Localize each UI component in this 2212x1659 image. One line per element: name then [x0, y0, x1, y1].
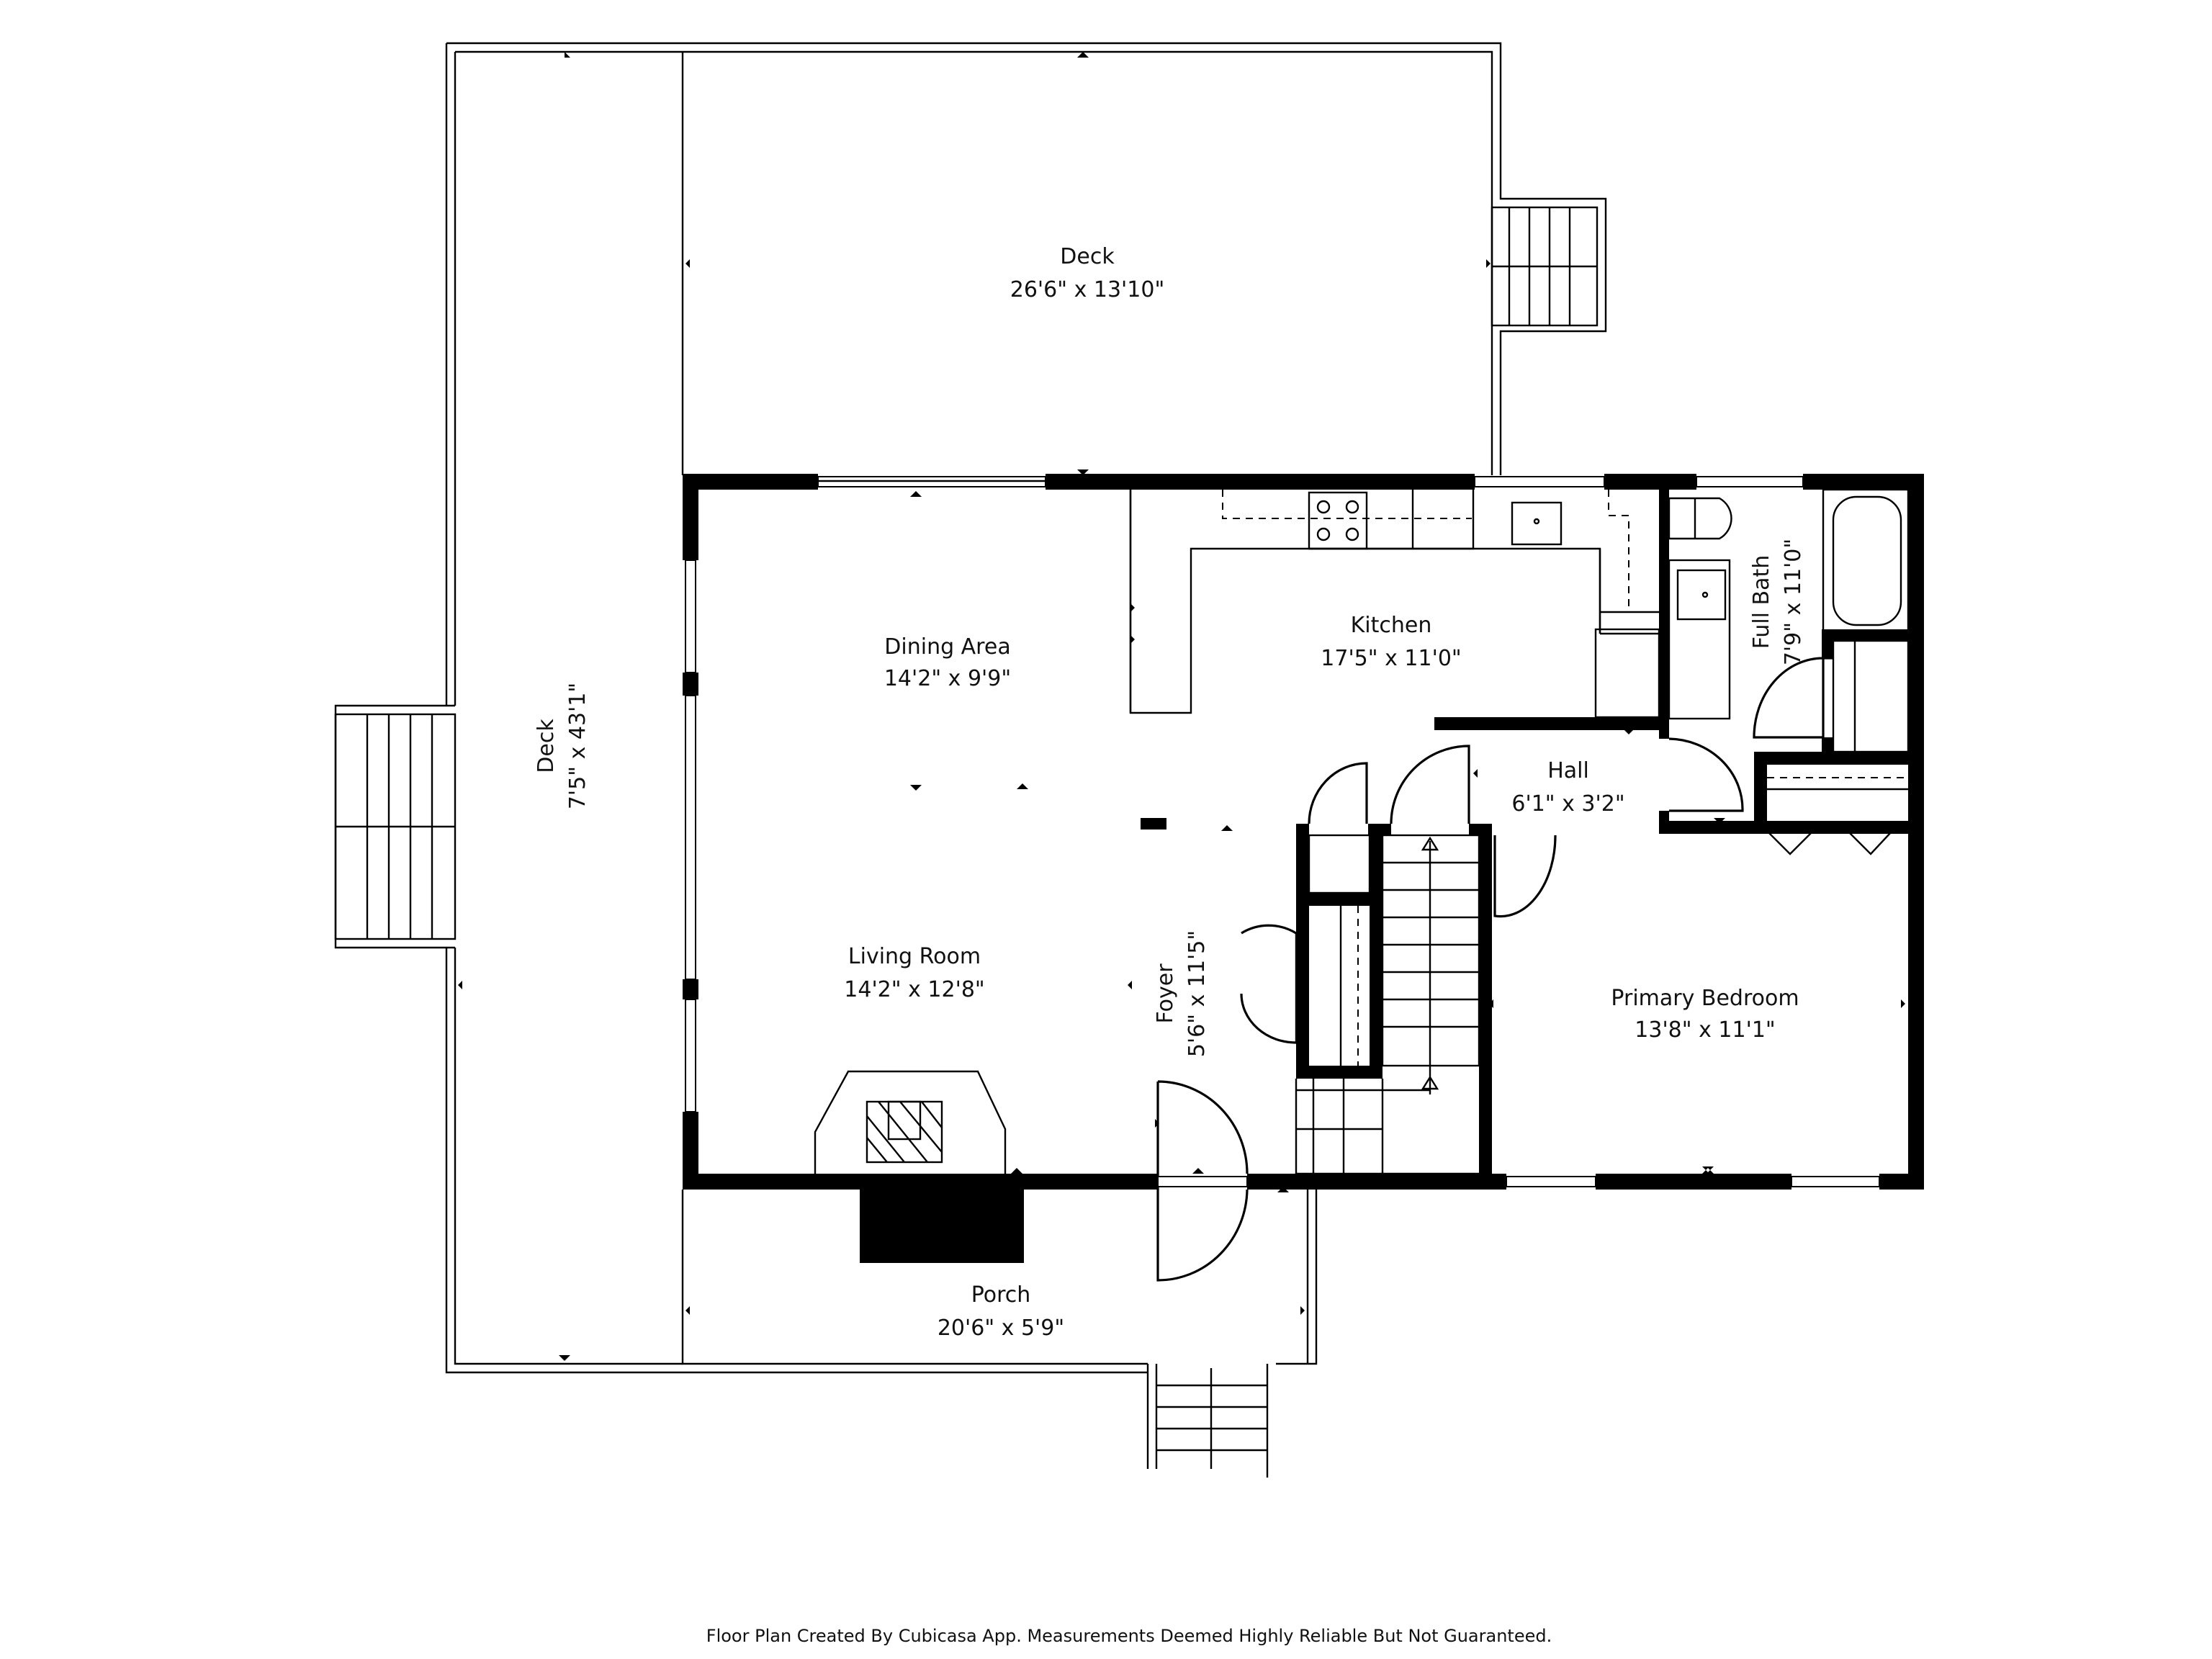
room-label-hall: Hall 6'1" x 3'2"	[1511, 758, 1624, 817]
room-label-deck-left: Deck 7'5" x 43'1"	[534, 683, 590, 809]
room-name: Foyer	[1153, 963, 1178, 1024]
doors	[1156, 657, 1833, 1282]
room-label-full-bath: Full Bath 7'9" x 11'0"	[1749, 539, 1806, 665]
deck-stairs-left	[334, 713, 457, 940]
room-name: Dining Area	[884, 634, 1010, 660]
vanity-icon	[1668, 559, 1731, 720]
room-name: Kitchen	[1351, 613, 1432, 638]
windows	[685, 476, 1880, 1187]
room-dimensions: 5'6" x 11'5"	[1184, 930, 1210, 1057]
room-name: Porch	[971, 1282, 1031, 1308]
interior-walls	[1296, 474, 1924, 1181]
room-name: Hall	[1547, 758, 1589, 783]
room-dimensions: 13'8" x 11'1"	[1635, 1017, 1775, 1043]
room-dimensions: 20'6" x 5'9"	[938, 1316, 1064, 1341]
exterior-walls	[683, 474, 1924, 1263]
room-label-living-room: Living Room 14'2" x 12'8"	[844, 944, 984, 1002]
room-name: Deck	[534, 719, 559, 773]
room-name: Deck	[1060, 244, 1115, 269]
dimension-markers	[458, 52, 1905, 1361]
room-dimensions: 7'9" x 11'0"	[1781, 539, 1806, 665]
room-label-kitchen: Kitchen 17'5" x 11'0"	[1321, 613, 1461, 671]
fireplace-icon	[814, 1070, 1007, 1174]
deck-stairs-right	[1491, 206, 1599, 327]
deck-outline	[334, 42, 1607, 1374]
room-dimensions: 7'5" x 43'1"	[565, 683, 590, 809]
kitchen-sink-icon	[1511, 501, 1563, 546]
toilet-icon	[1668, 497, 1732, 540]
footer-disclaimer: Floor Plan Created By Cubicasa App. Meas…	[706, 1626, 1552, 1646]
room-dimensions: 14'2" x 12'8"	[844, 977, 984, 1002]
room-name: Primary Bedroom	[1611, 986, 1799, 1011]
kitchen-fixtures	[1129, 490, 1660, 719]
porch-stairs	[1146, 1364, 1269, 1478]
room-dimensions: 26'6" x 13'10"	[1010, 277, 1165, 302]
room-label-dining-area: Dining Area 14'2" x 9'9"	[884, 634, 1011, 691]
closet-bifold-doors	[1768, 832, 1892, 855]
bath-fixtures	[1668, 488, 1910, 791]
room-dimensions: 17'5" x 11'0"	[1321, 646, 1461, 671]
room-label-primary-bedroom: Primary Bedroom 13'8" x 11'1"	[1611, 986, 1799, 1043]
interior-stairs	[1295, 834, 1480, 1175]
room-dimensions: 14'2" x 9'9"	[884, 666, 1011, 691]
room-label-foyer: Foyer 5'6" x 11'5"	[1153, 930, 1210, 1057]
room-name: Living Room	[848, 944, 981, 969]
room-label-deck-top: Deck 26'6" x 13'10"	[1010, 244, 1165, 302]
stove-icon	[1308, 491, 1368, 550]
bathtub-icon	[1832, 495, 1902, 626]
room-name: Full Bath	[1749, 555, 1774, 649]
room-label-porch: Porch 20'6" x 5'9"	[938, 1282, 1064, 1341]
room-dimensions: 6'1" x 3'2"	[1511, 791, 1624, 817]
